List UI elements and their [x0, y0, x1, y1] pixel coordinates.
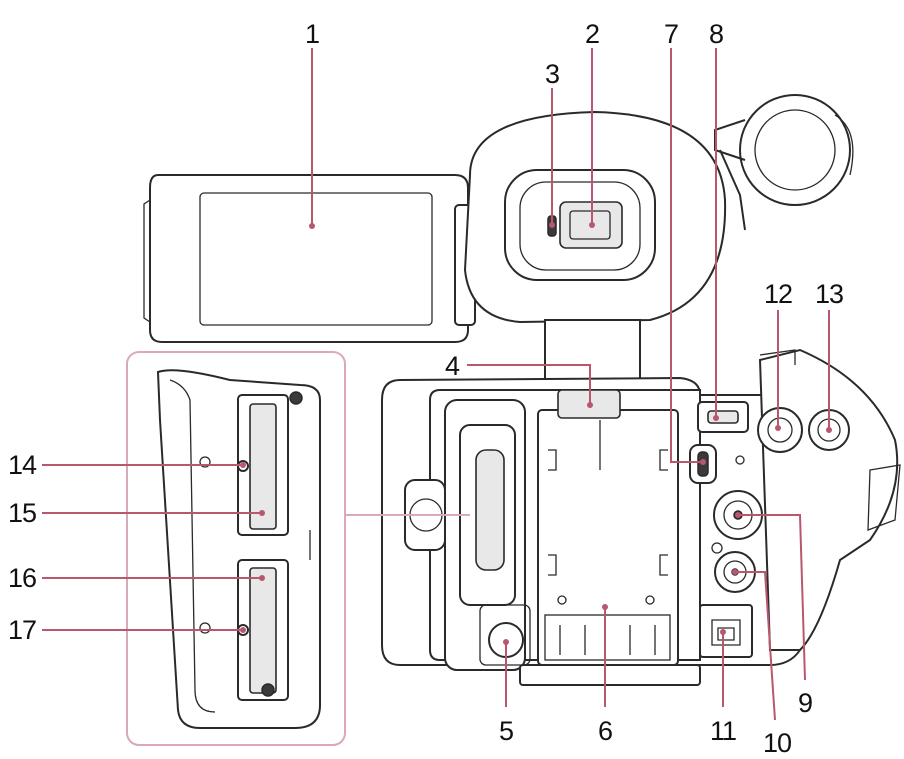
callout-4: 4: [445, 351, 460, 381]
callout-numbers: 1 2 3 4 5 6 7 8 9 10 11 12 13 14 15 16 1…: [8, 19, 844, 758]
callout-15: 15: [8, 498, 36, 528]
callout-5: 5: [499, 716, 513, 746]
callout-12: 12: [764, 279, 792, 309]
callout-9: 9: [798, 688, 812, 718]
leader-lines: [42, 48, 832, 721]
callout-14: 14: [8, 450, 37, 480]
callout-6: 6: [598, 716, 612, 746]
callout-13: 13: [815, 279, 843, 309]
callout-10: 10: [763, 728, 791, 758]
callout-7: 7: [664, 19, 678, 49]
callout-8: 8: [709, 19, 723, 49]
battery-compartment: [519, 389, 701, 686]
viewfinder-eyecup: [463, 110, 727, 381]
callout-3: 3: [545, 59, 559, 89]
memory-card-detail: [126, 351, 470, 746]
callout-11: 11: [710, 716, 736, 746]
callout-1: 1: [305, 19, 319, 49]
callout-2: 2: [585, 19, 599, 49]
callout-17: 17: [8, 615, 36, 645]
callout-16: 16: [8, 563, 36, 593]
lcd-monitor: [143, 174, 476, 343]
microphone-holder: [714, 94, 854, 231]
